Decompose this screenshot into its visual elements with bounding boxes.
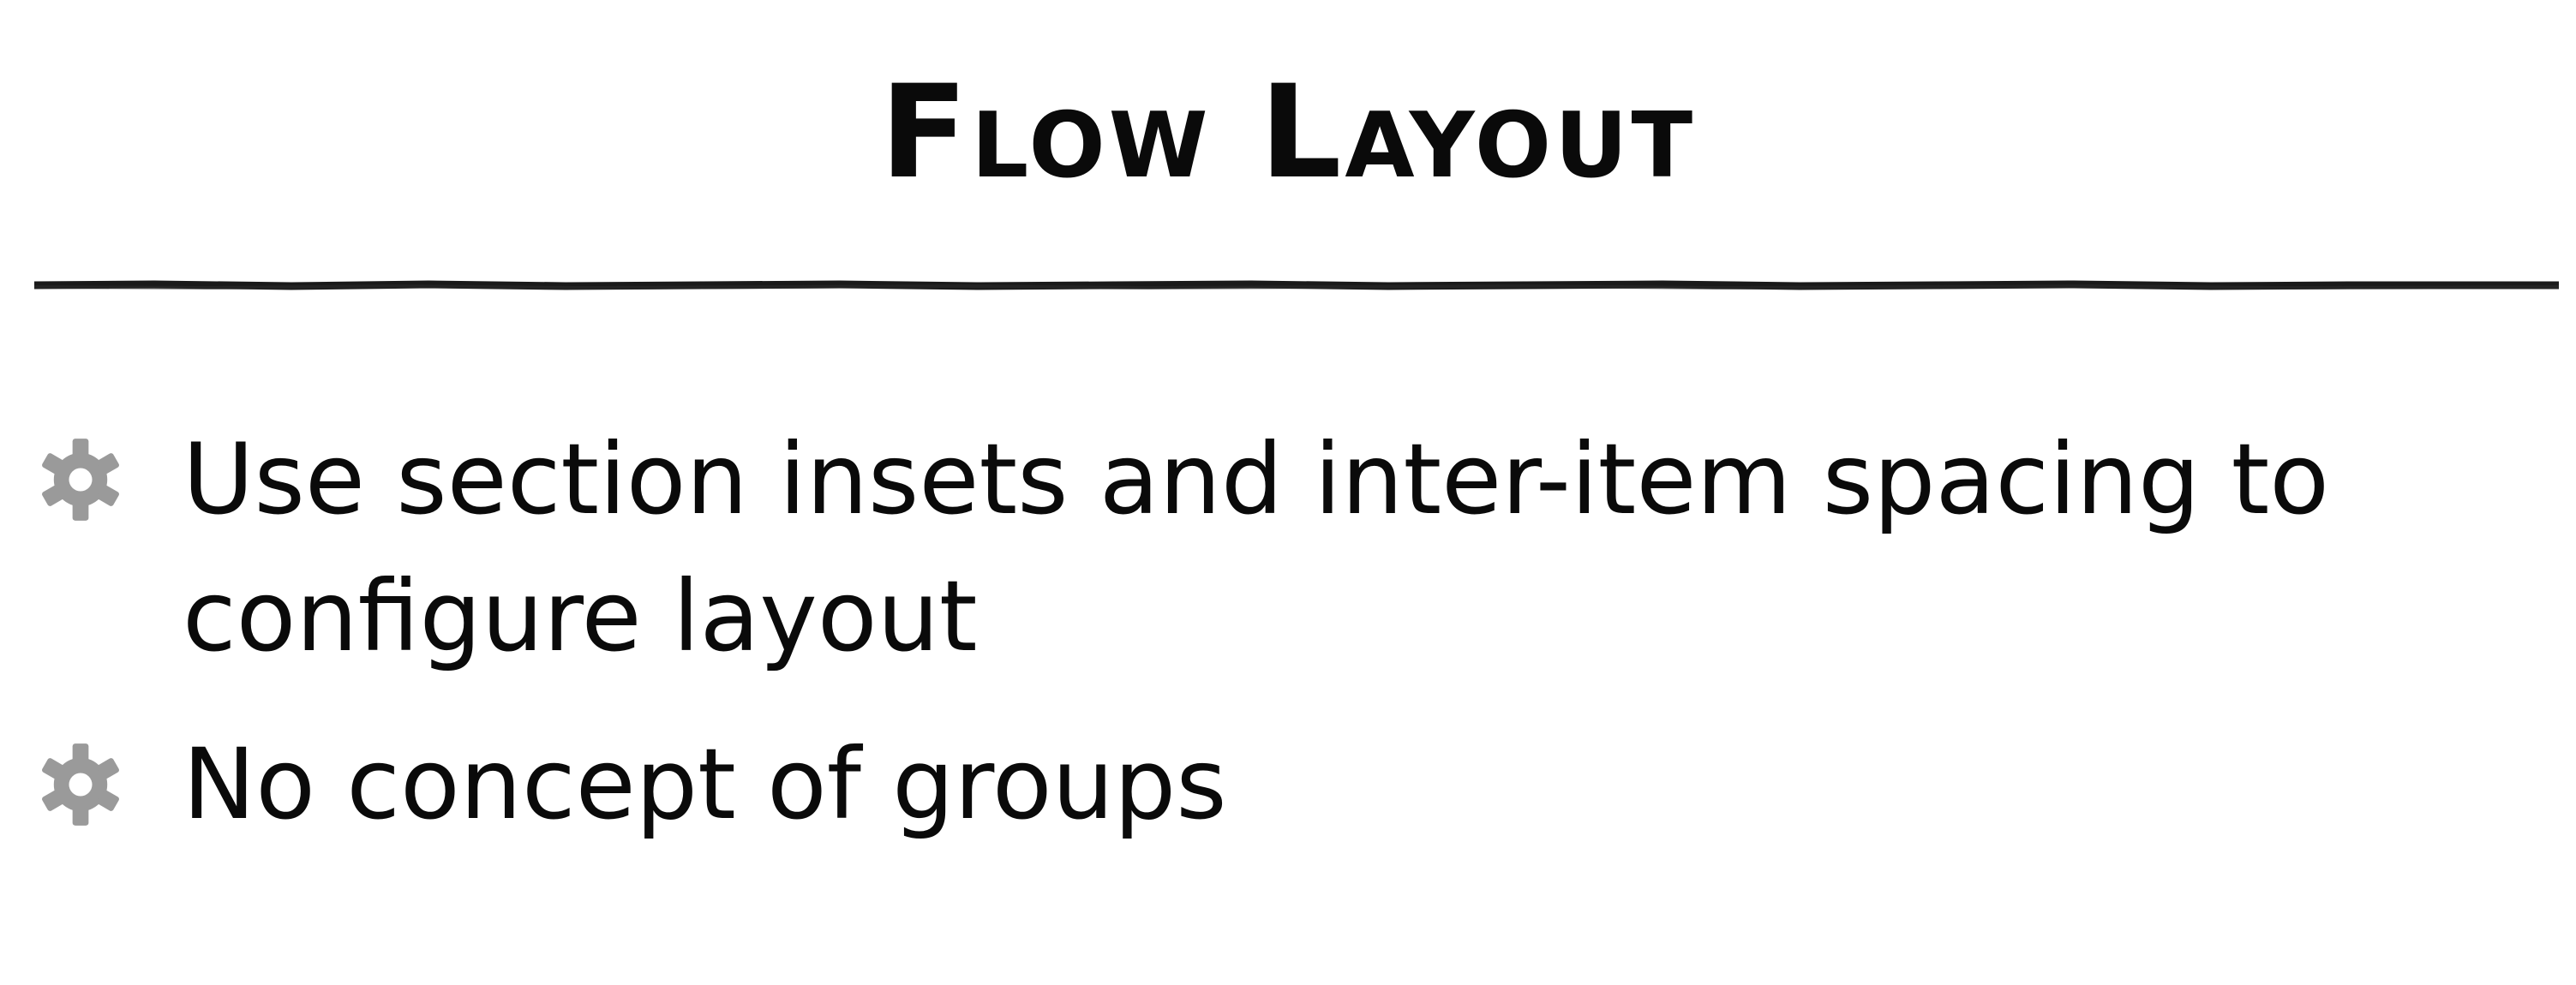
bullet-item: Use section insets and inter-item spacin… bbox=[0, 411, 2496, 685]
bullet-text: Use section insets and inter-item spacin… bbox=[183, 422, 2330, 673]
bullet-item: No concept of groups bbox=[0, 716, 2496, 853]
gear-icon bbox=[42, 743, 119, 826]
gear-icon bbox=[42, 439, 119, 521]
slide-title: Flow Layout bbox=[879, 58, 1697, 207]
bullet-text: No concept of groups bbox=[183, 727, 1227, 841]
title-divider bbox=[34, 280, 2559, 290]
bullet-list: Use section insets and inter-item spacin… bbox=[0, 411, 2576, 884]
